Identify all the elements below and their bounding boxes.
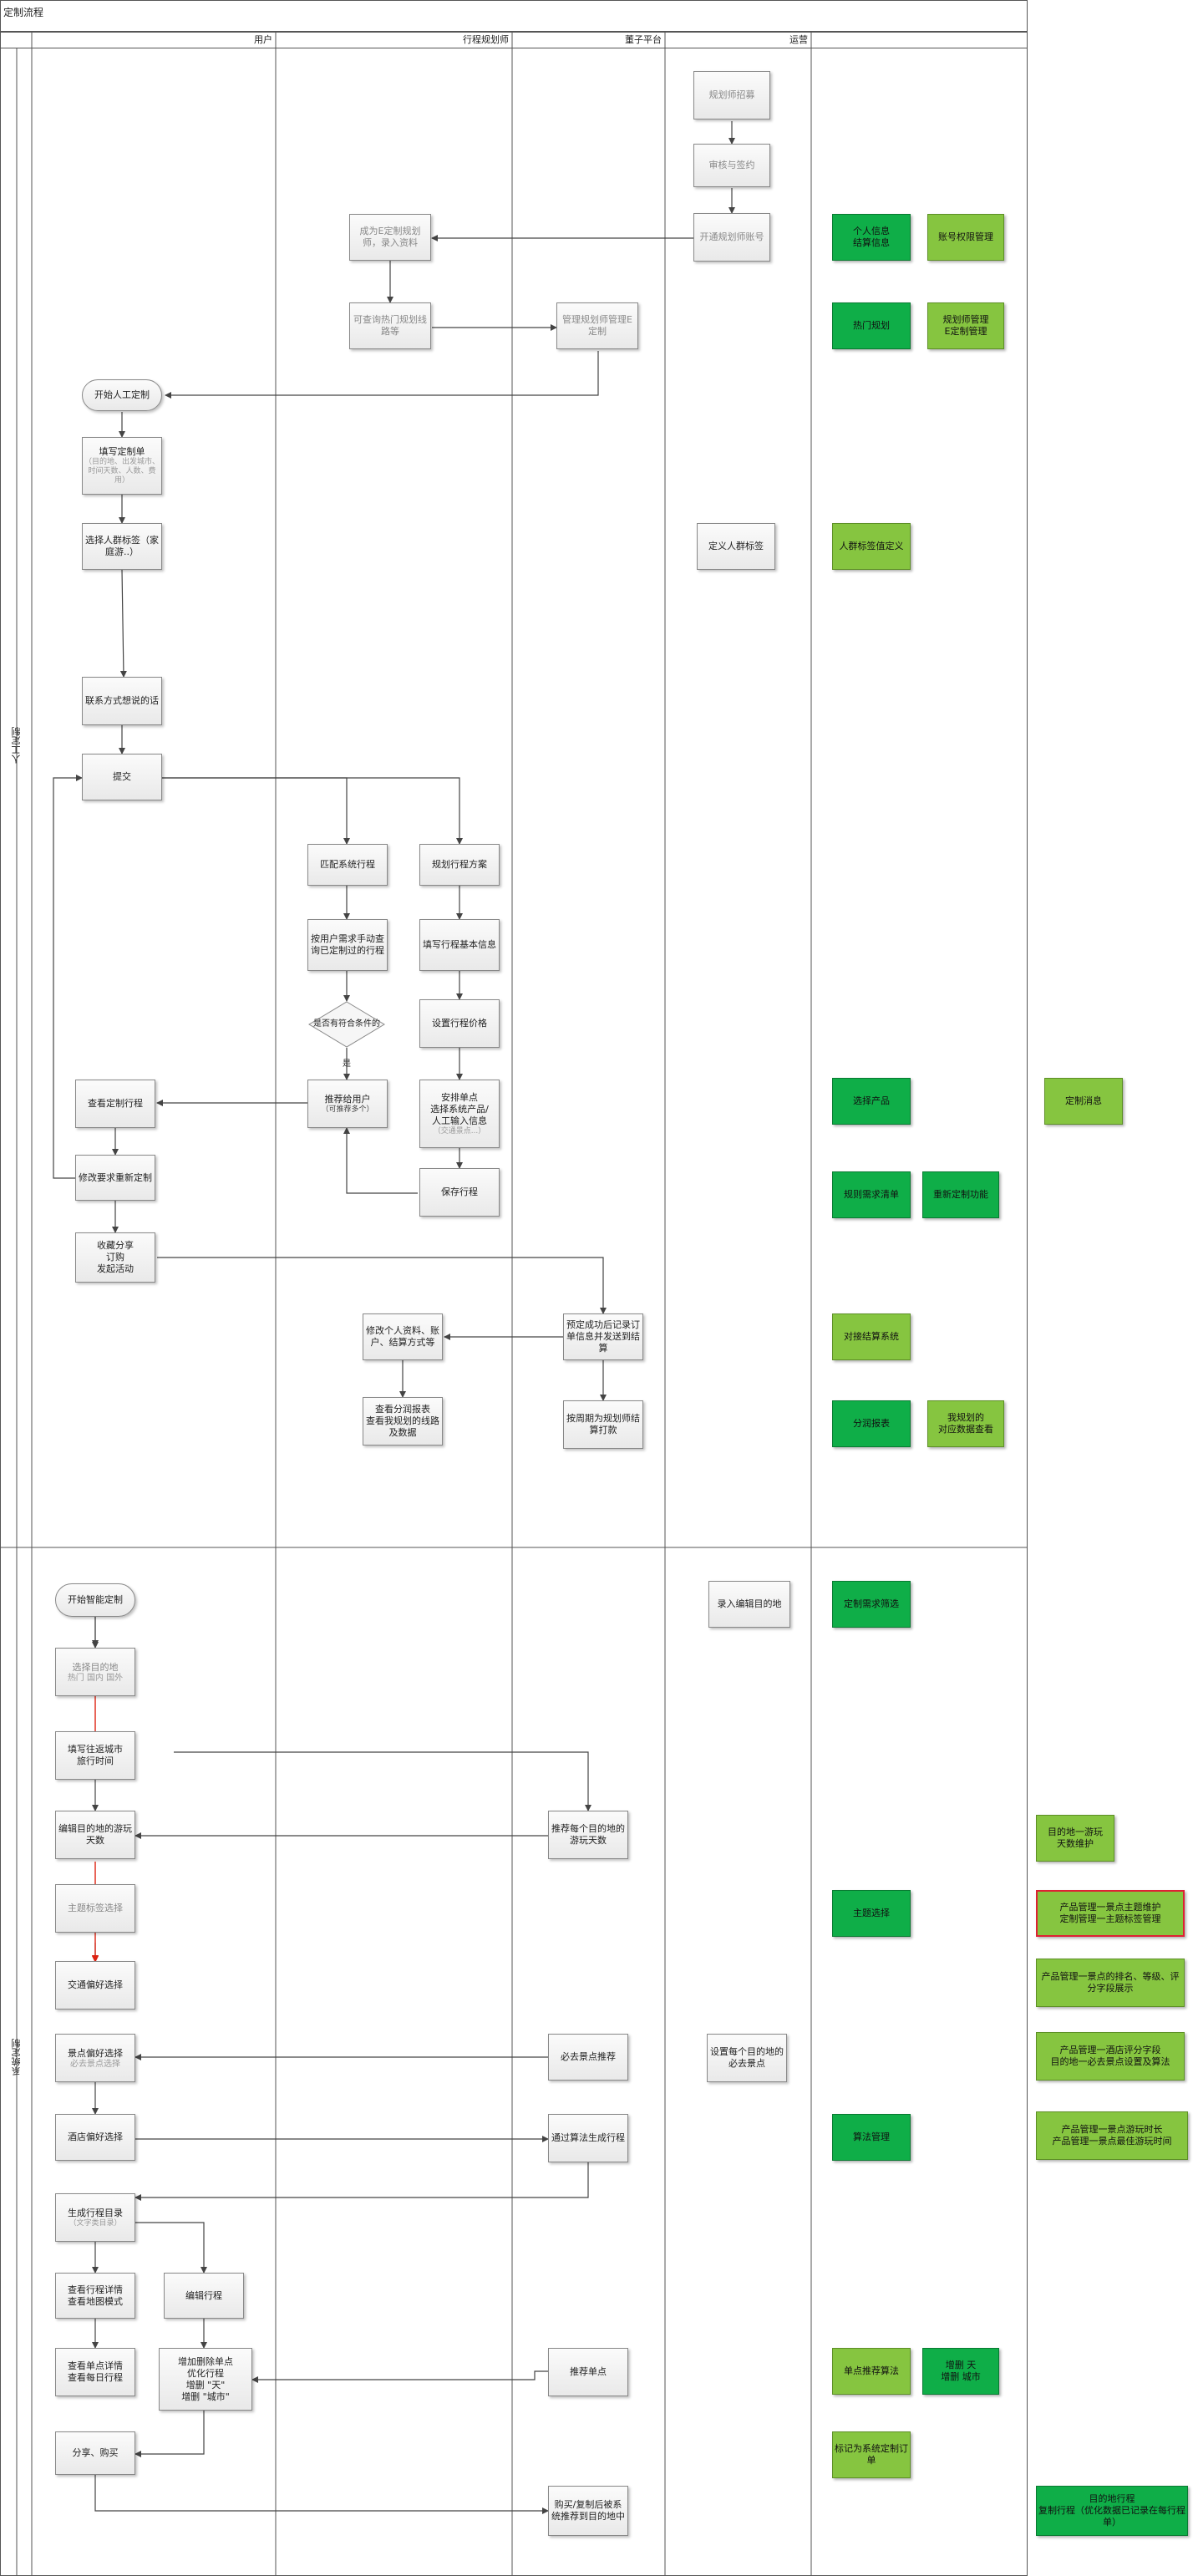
generate-catalog-node: 生成行程目录（文字类目录） [55,2193,135,2242]
title-bar [0,0,1028,32]
fill-form-sub: （目的地、出发城市、时间天数、人数、费用） [84,458,160,485]
share-buy-node: 分享、购买 [55,2431,135,2475]
arrange-single-title: 安排单点 选择系统产品/ 人工输入信息 [430,1091,489,1126]
must-visit-recommend-node: 必去景点推荐 [548,2034,628,2081]
theme-select-box: 主题选择 [832,1890,911,1937]
requirement-list-box: 规则需求清单 [832,1171,911,1218]
lane-header-ops: 运营 [789,34,808,45]
submit-node: 提交 [82,754,162,800]
enter-destination-node: 录入编辑目的地 [708,1581,790,1628]
fill-form-node: 填写定制单（目的地、出发城市、时间天数、人数、费用） [82,437,162,495]
mark-system-order-box: 标记为系统定制订单 [832,2431,911,2478]
match-system-node: 匹配系统行程 [307,844,388,886]
select-destination-sub: 热门 国内 国外 [67,1673,124,1683]
modify-profile-node: 修改个人资料、账户、结算方式等 [363,1313,443,1360]
select-product-box: 选择产品 [832,1078,911,1125]
plan-route-node: 规划行程方案 [419,844,500,886]
theme-tag-node: 主题标签选择 [55,1884,135,1933]
planner-management-box: 规划师管理 E定制管理 [927,302,1004,349]
hot-planning-box: 热门规划 [832,302,911,349]
round-trip-node: 填写往返城市 旅行时间 [55,1731,135,1780]
tag-definition-box: 人群标签值定义 [832,523,911,570]
settlement-system-box: 对接结算系统 [832,1313,911,1360]
destination-route-copy-box: 目的地行程 复制行程（优化数据已记录在每行程单） [1036,2486,1188,2536]
add-delete-points-node: 增加删除单点 优化行程 增删 "天" 增删 "城市" [159,2348,252,2411]
select-destination-title: 选择目的地 [72,1661,119,1673]
periodic-settlement-node: 按周期为规划师结算打款 [563,1400,643,1449]
recommend-days-node: 推荐每个目的地的游玩天数 [548,1811,628,1859]
recommend-user-title: 推荐给用户 [324,1093,371,1105]
decision-diamond [308,1001,385,1048]
review-sign-node: 审核与签约 [693,144,770,187]
lane-header-platform: 董子平台 [625,34,662,45]
generate-catalog-title: 生成行程目录 [68,2207,123,2218]
account-permission-box: 账号权限管理 [927,214,1004,261]
set-must-visit-node: 设置每个目的地的必去景点 [707,2034,787,2082]
recommended-to-destination-node: 购买/复制后被系统推荐到目的地中 [548,2486,628,2536]
transport-pref-node: 交通偏好选择 [55,1961,135,2009]
view-single-detail-node: 查看单点详情 查看每日行程 [55,2348,135,2396]
planner-recruit-node: 规划师招募 [693,71,770,119]
requirement-filter-box: 定制需求筛选 [832,1581,911,1628]
destination-days-box: 目的地一游玩 天数维护 [1036,1815,1114,1862]
theme-maintenance-box: 产品管理一景点主题维护 定制管理一主题标签管理 [1036,1890,1185,1937]
algorithm-route-node: 通过算法生成行程 [548,2114,628,2162]
re-custom-box: 重新定制功能 [922,1171,999,1218]
manage-planner-node: 管理规划师管理E定制 [556,302,638,349]
select-destination-node: 选择目的地热门 国内 国外 [55,1648,135,1696]
view-profit-report-node: 查看分润报表 查看我规划的线路及数据 [363,1397,443,1446]
set-price-node: 设置行程价格 [419,999,500,1048]
custom-message-box: 定制消息 [1044,1078,1123,1125]
my-planning-data-box: 我规划的 对应数据查看 [927,1400,1004,1447]
fill-basic-info-node: 填写行程基本信息 [419,919,500,971]
define-tag-node: 定义人群标签 [697,523,775,570]
manual-query-node: 按用户需求手动查询已定制过的行程 [307,919,388,971]
diagram-title: 定制流程 [3,7,44,18]
algorithm-management-box: 算法管理 [832,2114,911,2161]
scenic-ranking-box: 产品管理一景点的排名、等级、评分字段展示 [1036,1959,1185,2007]
recommend-single-node: 推荐单点 [548,2348,628,2396]
recommend-user-sub: （可推荐多个） [321,1105,374,1114]
scenic-pref-node: 景点偏好选择必去景点选择 [55,2034,135,2082]
edit-days-node: 编辑目的地的游玩天数 [55,1811,135,1859]
recommend-user-node: 推荐给用户（可推荐多个） [307,1080,388,1128]
modify-requirements-node: 修改要求重新定制 [75,1155,155,1201]
scenic-pref-sub: 必去景点选择 [70,2059,120,2069]
start-manual-node: 开始人工定制 [82,379,162,411]
hotel-pref-node: 酒店偏好选择 [55,2114,135,2161]
generate-catalog-sub: （文字类目录） [69,2218,122,2228]
decision-label: 是否有符合条件的 [313,1019,380,1029]
lane-header-user: 用户 [254,34,272,45]
contact-node: 联系方式想说的话 [82,677,162,725]
start-smart-node: 开始智能定制 [55,1583,135,1617]
profit-report-box: 分润报表 [832,1400,911,1447]
edit-route-node: 编辑行程 [164,2273,244,2319]
single-recommend-algorithm-box: 单点推荐算法 [832,2348,911,2395]
view-custom-route-node: 查看定制行程 [75,1080,155,1128]
arrange-single-sub: （交通景点...） [433,1126,486,1136]
become-planner-node: 成为E定制规划师，录入资料 [349,214,431,261]
personal-info-box: 个人信息 结算信息 [832,214,911,261]
order-record-node: 预定成功后记录订单信息并发送到结算 [563,1313,643,1360]
select-tag-node: 选择人群标签（家庭游..） [82,523,162,570]
hotel-rating-box: 产品管理一酒店评分字段 目的地一必去景点设置及算法 [1036,2032,1185,2081]
add-delete-days-box: 增删 天 增删 城市 [922,2348,999,2395]
view-route-detail-node: 查看行程详情 查看地图模式 [55,2273,135,2319]
save-route-node: 保存行程 [419,1168,500,1217]
arrange-single-node: 安排单点 选择系统产品/ 人工输入信息（交通景点...） [419,1080,500,1148]
open-account-node: 开通规划师账号 [693,213,770,262]
fill-form-title: 填写定制单 [99,446,145,457]
scenic-pref-title: 景点偏好选择 [68,2047,123,2059]
query-hot-routes-node: 可查询热门规划线路等 [349,302,431,349]
lane-header-planner: 行程规划师 [463,34,509,45]
lane-header-row [0,32,1028,48]
decision-yes-label: 是 [343,1059,351,1069]
collect-share-node: 收藏分享 订购 发起活动 [75,1232,155,1283]
scenic-duration-box: 产品管理一景点游玩时长 产品管理一景点最佳游玩时间 [1036,2111,1188,2160]
